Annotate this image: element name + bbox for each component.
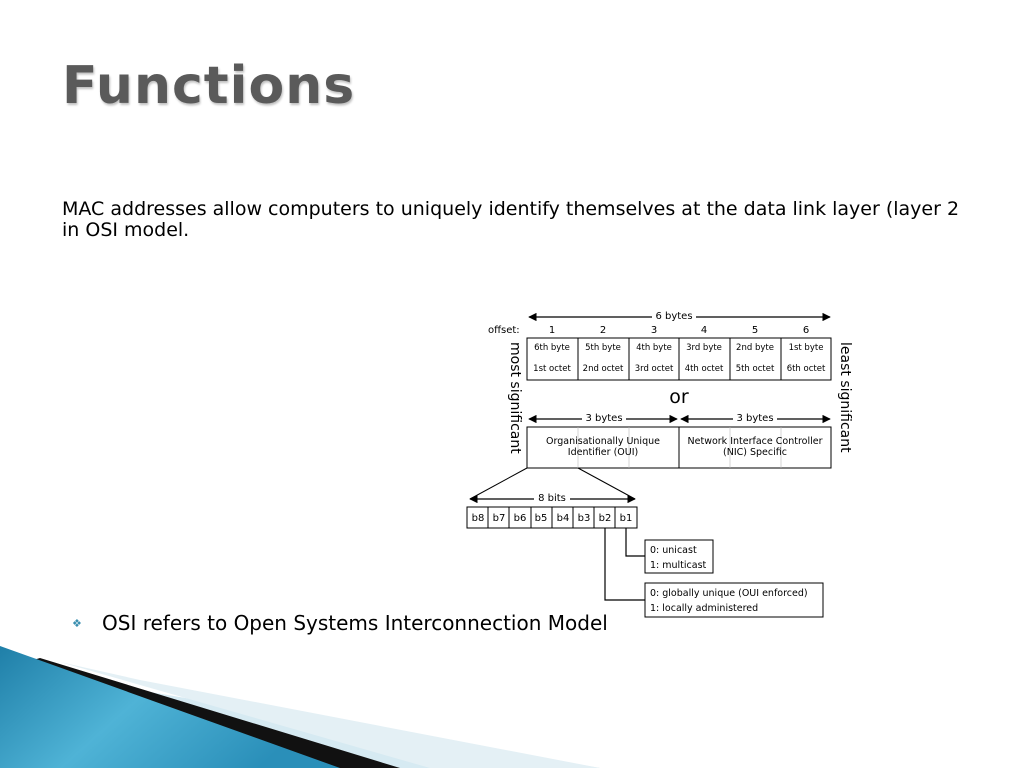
local-admin-text: 1: locally administered [650,603,758,614]
bullet-item: ❖ OSI refers to Open Systems Interconnec… [72,611,608,635]
octet-cell: 1st octet [533,364,571,374]
most-significant-label: most significant [507,342,523,454]
offset-label: offset: [488,325,520,336]
bits-row: b8 b7 b6 b5 b4 b3 b2 b1 [466,506,638,529]
offset-number: 5 [752,325,758,336]
bit-cell: b1 [620,513,633,524]
unicast-text: 0: unicast [650,545,697,556]
octet-cell: 4th octet [685,364,724,374]
global-unique-text: 0: globally unique (OUI enforced) [650,588,808,599]
bit-cell: b3 [578,513,591,524]
cast-box [644,539,714,574]
byte-row: 6th byte 1st octet 5th byte 2nd octet 4t… [526,337,832,381]
offset-number: 1 [549,325,555,336]
oui-bytes-label: 3 bytes [585,413,622,424]
byte-cell: 1st byte [789,343,824,353]
multicast-text: 1: multicast [650,560,707,571]
offset-number: 4 [701,325,707,336]
bullet-text: OSI refers to Open Systems Interconnecti… [102,611,608,635]
byte-cell: 5th byte [585,343,621,353]
oui-text: Organisationally Unique [546,436,660,447]
bit-cell: b5 [535,513,548,524]
eight-bits-label: 8 bits [538,493,566,504]
bit-cell: b2 [599,513,612,524]
oui-text: Identifier (OUI) [568,447,638,458]
nic-text: (NIC) Specific [723,447,787,458]
octet-cell: 3rd octet [635,364,674,374]
octet-cell: 6th octet [787,364,826,374]
byte-cell: 6th byte [534,343,570,353]
b2-connector [604,528,645,601]
octet-cell: 5th octet [736,364,775,374]
nic-bytes-label: 3 bytes [736,413,773,424]
byte-cell: 2nd byte [736,343,774,353]
nic-box [678,426,832,469]
six-bytes-label: 6 bytes [655,311,692,322]
offset-numbers: 1 2 3 4 5 6 [549,325,809,336]
corner-decoration [0,646,600,768]
admin-box [644,582,824,618]
least-significant-label: least significant [837,342,853,453]
slide-title: Functions [62,56,356,116]
bit-cell: b8 [472,513,485,524]
diamond-bullet-icon: ❖ [72,616,82,630]
offset-number: 3 [651,325,657,336]
oui-box [526,426,680,469]
byte-cell: 4th byte [636,343,672,353]
octet-cell: 2nd octet [583,364,624,374]
offset-number: 6 [803,325,809,336]
mac-address-diagram: 6 bytes offset: 1 2 3 4 5 6 6th byte 1st… [466,309,853,618]
slide-body-text: MAC addresses allow computers to uniquel… [62,198,960,241]
bit-cell: b4 [557,513,570,524]
bit-cell: b7 [493,513,506,524]
b1-connector [625,528,645,557]
offset-number: 2 [600,325,606,336]
or-label: or [669,386,689,408]
bit-cell: b6 [514,513,527,524]
nic-text: Network Interface Controller [688,436,823,447]
byte-cell: 3rd byte [686,343,722,353]
